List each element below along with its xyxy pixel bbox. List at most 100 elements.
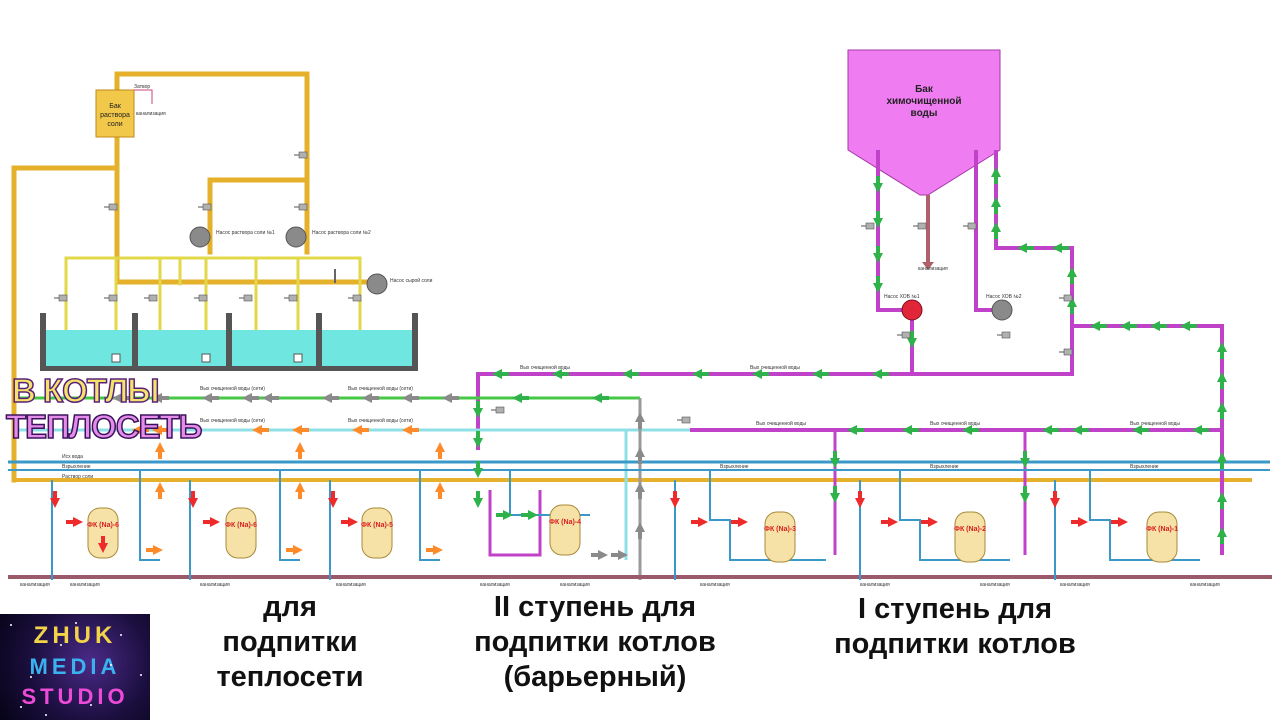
flow-arrow [112, 393, 129, 403]
pump-salt-1-label: Насос раствора соли №1 [216, 230, 275, 236]
flow-arrow [442, 393, 459, 403]
kanal-d9: канализация [980, 582, 1010, 588]
filter-label: ФК (Na)-6 [225, 522, 257, 529]
flow-arrow [1020, 486, 1030, 503]
valve-icon [997, 331, 1011, 339]
studio-logo: ZHUK MEDIA STUDIO [0, 614, 150, 720]
logo-star [140, 674, 142, 676]
kanal-d1: канализация [20, 582, 50, 588]
valve-icon [284, 294, 298, 302]
filter-fk4: ФК (Na)-4 [509, 470, 590, 556]
flow-arrow [152, 393, 169, 403]
flow-arrows [50, 167, 1227, 560]
logo-star [30, 676, 32, 678]
valve-icon [348, 294, 362, 302]
valve-icon [54, 294, 68, 302]
overlay-boilers: В КОТЛЫ [11, 371, 160, 410]
valve-icon [1059, 348, 1073, 356]
flow-arrow [352, 425, 369, 435]
flow-arrow [521, 510, 538, 520]
flow-arrow [1042, 425, 1059, 435]
flow-arrow [146, 545, 163, 555]
flow-arrow [492, 369, 509, 379]
chem-water-tank: Бак химочищенной воды канализация [847, 49, 1001, 272]
flow-arrow [1217, 342, 1227, 359]
line-label-2: Вых очищенной воды (сети) [348, 385, 413, 392]
flow-arrow [1111, 517, 1128, 527]
valve-icon [491, 406, 505, 414]
overlay-heat-network: ТЕПЛОСЕТЬ [5, 407, 203, 446]
flow-arrow [1217, 527, 1227, 544]
logo-line-2: MEDIA [29, 654, 121, 679]
valve-icon [104, 203, 118, 211]
line-label-7: Вых очищенной воды [756, 420, 806, 427]
line-label-11: Взрыхление [62, 464, 91, 470]
line-label-1: Вых очищенной воды (сети) [200, 385, 265, 392]
flow-arrow [155, 482, 165, 499]
flow-arrow [473, 401, 483, 418]
flow-arrow [907, 331, 917, 348]
drain-labels: канализация канализация канализация кана… [20, 582, 1220, 588]
flow-arrow [812, 369, 829, 379]
filter-label: ФК (Na)-1 [1146, 526, 1178, 533]
flow-arrow [435, 482, 445, 499]
caption-stage-one: I ступень для подпитки котлов [834, 593, 1076, 660]
flow-arrow [362, 393, 379, 403]
logo-star [20, 706, 22, 708]
valve-icon [294, 151, 308, 159]
flow-arrow [132, 425, 149, 435]
clean-water-pipes [476, 150, 1224, 557]
kanal-d10: канализация [1060, 582, 1090, 588]
flow-arrow [962, 425, 979, 435]
flow-arrow [473, 461, 483, 478]
flow-arrow [991, 222, 1001, 239]
flow-arrow [1217, 402, 1227, 419]
valves [54, 151, 1073, 424]
flow-arrow [50, 491, 60, 508]
valve-icon [861, 222, 875, 230]
logo-star [75, 622, 77, 624]
valve-icon [1059, 294, 1073, 302]
filter-label: ФК (Na)-6 [87, 522, 119, 529]
flow-arrow [731, 517, 748, 527]
salt-tank-label-1: Бак [109, 103, 121, 110]
flow-arrow [1132, 425, 1149, 435]
valve-icon [913, 222, 927, 230]
flow-arrow [262, 393, 279, 403]
flow-arrow [152, 425, 169, 435]
flow-arrow [635, 482, 645, 499]
flow-arrow [426, 545, 443, 555]
kanal-d8: канализация [860, 582, 890, 588]
filter-label: ФК (Na)-3 [764, 526, 796, 533]
flow-arrow [873, 246, 883, 263]
kanal-label-salt: канализация [136, 111, 166, 117]
line-label-10: Исх вода [62, 454, 83, 460]
flow-arrow [1017, 243, 1034, 253]
flow-arrow [552, 369, 569, 379]
line-label-15: Взрыхление [1130, 464, 1159, 470]
flow-arrow [873, 176, 883, 193]
valve-icon [897, 331, 911, 339]
flow-arrow [435, 442, 445, 459]
salt-solution-tank: Бак раствора соли Затвор канализация [95, 84, 166, 138]
kanal-d11: канализация [1190, 582, 1220, 588]
logo-line-3: STUDIO [21, 684, 129, 709]
line-labels: Вых очищенной воды (сети) Вых очищенной … [62, 364, 1180, 480]
flow-arrow [1050, 491, 1060, 508]
kanal-d2: канализация [70, 582, 100, 588]
chem-tank-label-2: химочищенной [886, 96, 961, 107]
flow-arrow [991, 167, 1001, 184]
flow-arrow [1217, 452, 1227, 469]
flow-arrow [286, 545, 303, 555]
valve-icon [239, 294, 253, 302]
flow-arrow [670, 491, 680, 508]
kanal-d5: канализация [480, 582, 510, 588]
logo-star [110, 664, 112, 666]
flow-arrow [622, 369, 639, 379]
logo-star [10, 624, 12, 626]
flow-arrow [295, 482, 305, 499]
flow-arrow [635, 447, 645, 464]
chem-tank-label-3: воды [911, 108, 938, 119]
flow-arrow [873, 276, 883, 293]
